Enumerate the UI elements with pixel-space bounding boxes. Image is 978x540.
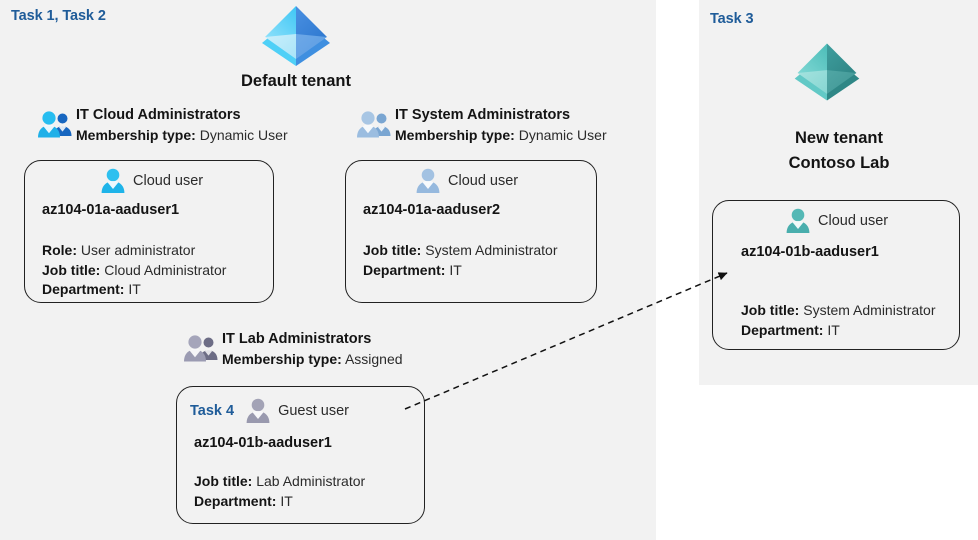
group-name: IT Lab Administrators [222, 331, 372, 347]
attr-department: Department: IT [42, 280, 226, 300]
user-card-guest-az104-01b-aaduser1: Task 4 Guest user az104-01b-aaduser1 Job… [176, 386, 425, 524]
card-user-type: Cloud user [818, 213, 889, 229]
attr-value: IT [280, 492, 293, 509]
attr-job-title: Job title: System Administrator [741, 301, 936, 321]
attr-label: Role: [42, 242, 77, 258]
default-tenant-caption: Default tenant [240, 72, 351, 90]
group-membership: Membership type: Assigned [222, 349, 403, 369]
membership-value: Assigned [344, 351, 403, 367]
group-name: IT Cloud Administrators [76, 107, 241, 123]
card-upn: az104-01b-aaduser1 [194, 435, 332, 451]
card-attributes: Role: User administrator Job title: Clou… [42, 241, 226, 300]
attr-value: User administrator [80, 242, 196, 258]
card-upn: az104-01b-aaduser1 [741, 244, 879, 260]
membership-label: Membership type: [76, 127, 196, 143]
attr-label: Department: [42, 281, 125, 297]
card-user-type-row: Cloud user [784, 208, 888, 234]
card-user-type-row: Cloud user [99, 168, 203, 194]
new-tenant-caption-line1: New tenant [794, 129, 883, 147]
attr-value: Lab Administrator [256, 473, 366, 489]
attr-label: Job title: [194, 473, 253, 489]
attr-job-title: Job title: Cloud Administrator [42, 261, 226, 281]
membership-value: Dynamic User [518, 127, 607, 143]
attr-department: Department: IT [363, 261, 558, 281]
card-attributes: Job title: System Administrator Departme… [363, 241, 558, 280]
card-task-label: Task 4 [190, 403, 235, 419]
attr-label: Department: [194, 492, 277, 509]
card-user-type-row: Task 4 Guest user [190, 398, 349, 424]
user-card-az104-01b-aaduser1: Cloud user az104-01b-aaduser1 Job title:… [712, 200, 960, 350]
attr-job-title: Job title: Lab Administrator [194, 472, 365, 492]
attr-value: IT [449, 261, 462, 278]
cloud-user-icon [784, 208, 812, 234]
attr-department: Department: IT [741, 321, 936, 341]
membership-value: Dynamic User [199, 127, 288, 143]
group-name: IT System Administrators [395, 107, 571, 123]
attr-value: Cloud Administrator [104, 261, 227, 278]
membership-label: Membership type: [395, 127, 515, 143]
new-tenant-icon [789, 39, 865, 105]
card-user-type: Guest user [278, 403, 349, 419]
attr-label: Department: [741, 321, 824, 338]
attr-value: System Administrator [803, 302, 936, 318]
cloud-user-icon [99, 168, 127, 194]
task-label-1-2: Task 1, Task 2 [11, 8, 106, 24]
default-tenant-icon [256, 2, 336, 70]
card-user-type: Cloud user [133, 173, 204, 189]
user-card-az104-01a-aaduser1: Cloud user az104-01a-aaduser1 Role: User… [24, 160, 274, 303]
task-label-3: Task 3 [710, 11, 754, 27]
attr-label: Job title: [741, 302, 800, 318]
attr-role: Role: User administrator [42, 241, 226, 261]
attr-value: IT [128, 281, 141, 297]
new-tenant-caption-line2: Contoso Lab [788, 154, 890, 172]
card-attributes: Job title: Lab Administrator Department:… [194, 472, 365, 511]
attr-department: Department: IT [194, 492, 365, 512]
group-membership: Membership type: Dynamic User [395, 125, 607, 145]
user-card-az104-01a-aaduser2: Cloud user az104-01a-aaduser2 Job title:… [345, 160, 597, 303]
cloud-user-icon [414, 168, 442, 194]
attr-label: Department: [363, 261, 446, 278]
membership-label: Membership type: [222, 351, 342, 367]
card-upn: az104-01a-aaduser2 [363, 202, 501, 218]
attr-value: IT [827, 321, 840, 338]
card-upn: az104-01a-aaduser1 [42, 202, 180, 218]
attr-label: Job title: [42, 261, 101, 278]
left-tenant-panel [0, 0, 656, 540]
attr-job-title: Job title: System Administrator [363, 241, 558, 261]
card-attributes: Job title: System Administrator Departme… [741, 301, 936, 340]
attr-label: Job title: [363, 242, 422, 258]
group-membership: Membership type: Dynamic User [76, 125, 288, 145]
card-user-type-row: Cloud user [414, 168, 518, 194]
group-users-icon [184, 334, 220, 364]
group-users-icon [38, 110, 74, 140]
attr-value: System Administrator [425, 242, 558, 258]
guest-user-icon [244, 398, 272, 424]
card-user-type: Cloud user [448, 173, 519, 189]
group-users-icon [357, 110, 393, 140]
